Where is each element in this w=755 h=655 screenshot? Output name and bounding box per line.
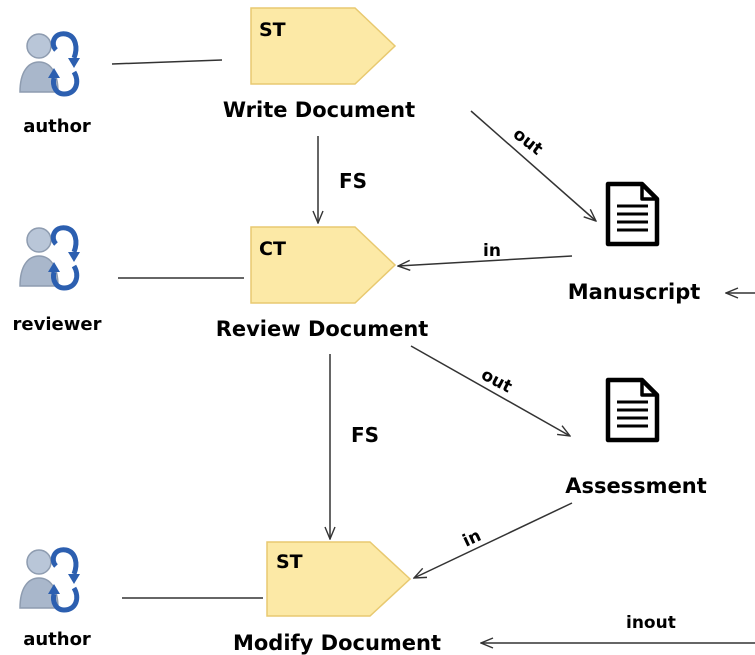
role-author-top: author [20,34,91,137]
user-cycle-icon [20,228,80,288]
in-label: in [483,241,501,261]
out-arrow [470,110,596,221]
role-label: reviewer [13,314,102,335]
task-label: Review Document [216,317,429,341]
task-shape [266,541,412,617]
assignment-line [111,59,223,65]
artifact-manuscript: Manuscript [568,184,701,304]
task-label: Modify Document [233,631,441,655]
user-cycle-icon [20,34,80,94]
inout-label: inout [626,613,676,633]
task-code: CT [259,238,286,260]
document-icon [608,380,657,440]
role-label: author [23,629,91,650]
task-review-document: CT Review Document [216,226,429,341]
task-write-document: ST Write Document [223,7,415,122]
task-code: ST [259,19,286,41]
artifact-assessment: Assessment [565,380,707,498]
fs-label: FS [351,423,379,447]
user-cycle-icon [20,550,80,610]
task-shape [250,7,397,85]
out-arrow [410,345,570,436]
fs-label: FS [339,169,367,193]
task-shape [250,226,397,304]
task-code: ST [276,551,303,573]
artifact-label: Manuscript [568,280,701,304]
in-label: in [460,526,485,552]
document-icon [608,184,657,244]
out-label: out [509,124,546,159]
task-modify-document: ST Modify Document [233,541,441,655]
artifact-label: Assessment [565,474,707,498]
in-arrow [398,255,573,266]
role-reviewer: reviewer [13,228,102,335]
task-label: Write Document [223,98,415,122]
out-label: out [478,365,516,398]
role-label: author [23,116,91,137]
role-author-bottom: author [20,550,91,650]
in-arrow [414,502,573,578]
